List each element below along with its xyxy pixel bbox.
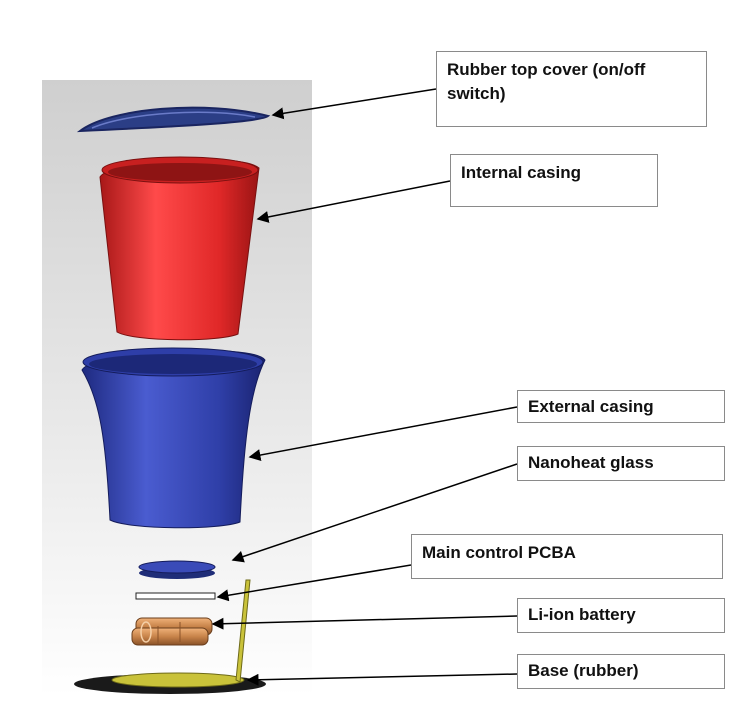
arrow-external-casing (248, 406, 518, 461)
arrow-base (246, 673, 518, 686)
label-internal-casing: Internal casing (450, 154, 658, 207)
label-li-ion-battery: Li-ion battery (517, 598, 725, 633)
leader-lines (211, 88, 518, 686)
pcba-plate-part (135, 592, 216, 600)
arrow-nanoheat-glass (231, 463, 518, 563)
base-part (74, 579, 266, 694)
label-nanoheat-glass: Nanoheat glass (517, 446, 725, 481)
label-base-rubber: Base (rubber) (517, 654, 725, 689)
label-rubber-top-cover: Rubber top cover (on/off switch) (436, 51, 707, 127)
nanoheat-glass-part (138, 560, 216, 579)
arrow-pcba (216, 564, 412, 602)
label-external-casing: External casing (517, 390, 725, 423)
label-main-control-pcba: Main control PCBA (411, 534, 723, 579)
battery-part (131, 617, 213, 646)
internal-casing-part (99, 156, 260, 341)
rubber-top-cover-part (76, 106, 271, 133)
arrow-internal-casing (256, 180, 451, 223)
external-casing-part (81, 347, 266, 529)
arrow-battery (211, 615, 518, 630)
arrow-top-cover (271, 88, 437, 120)
